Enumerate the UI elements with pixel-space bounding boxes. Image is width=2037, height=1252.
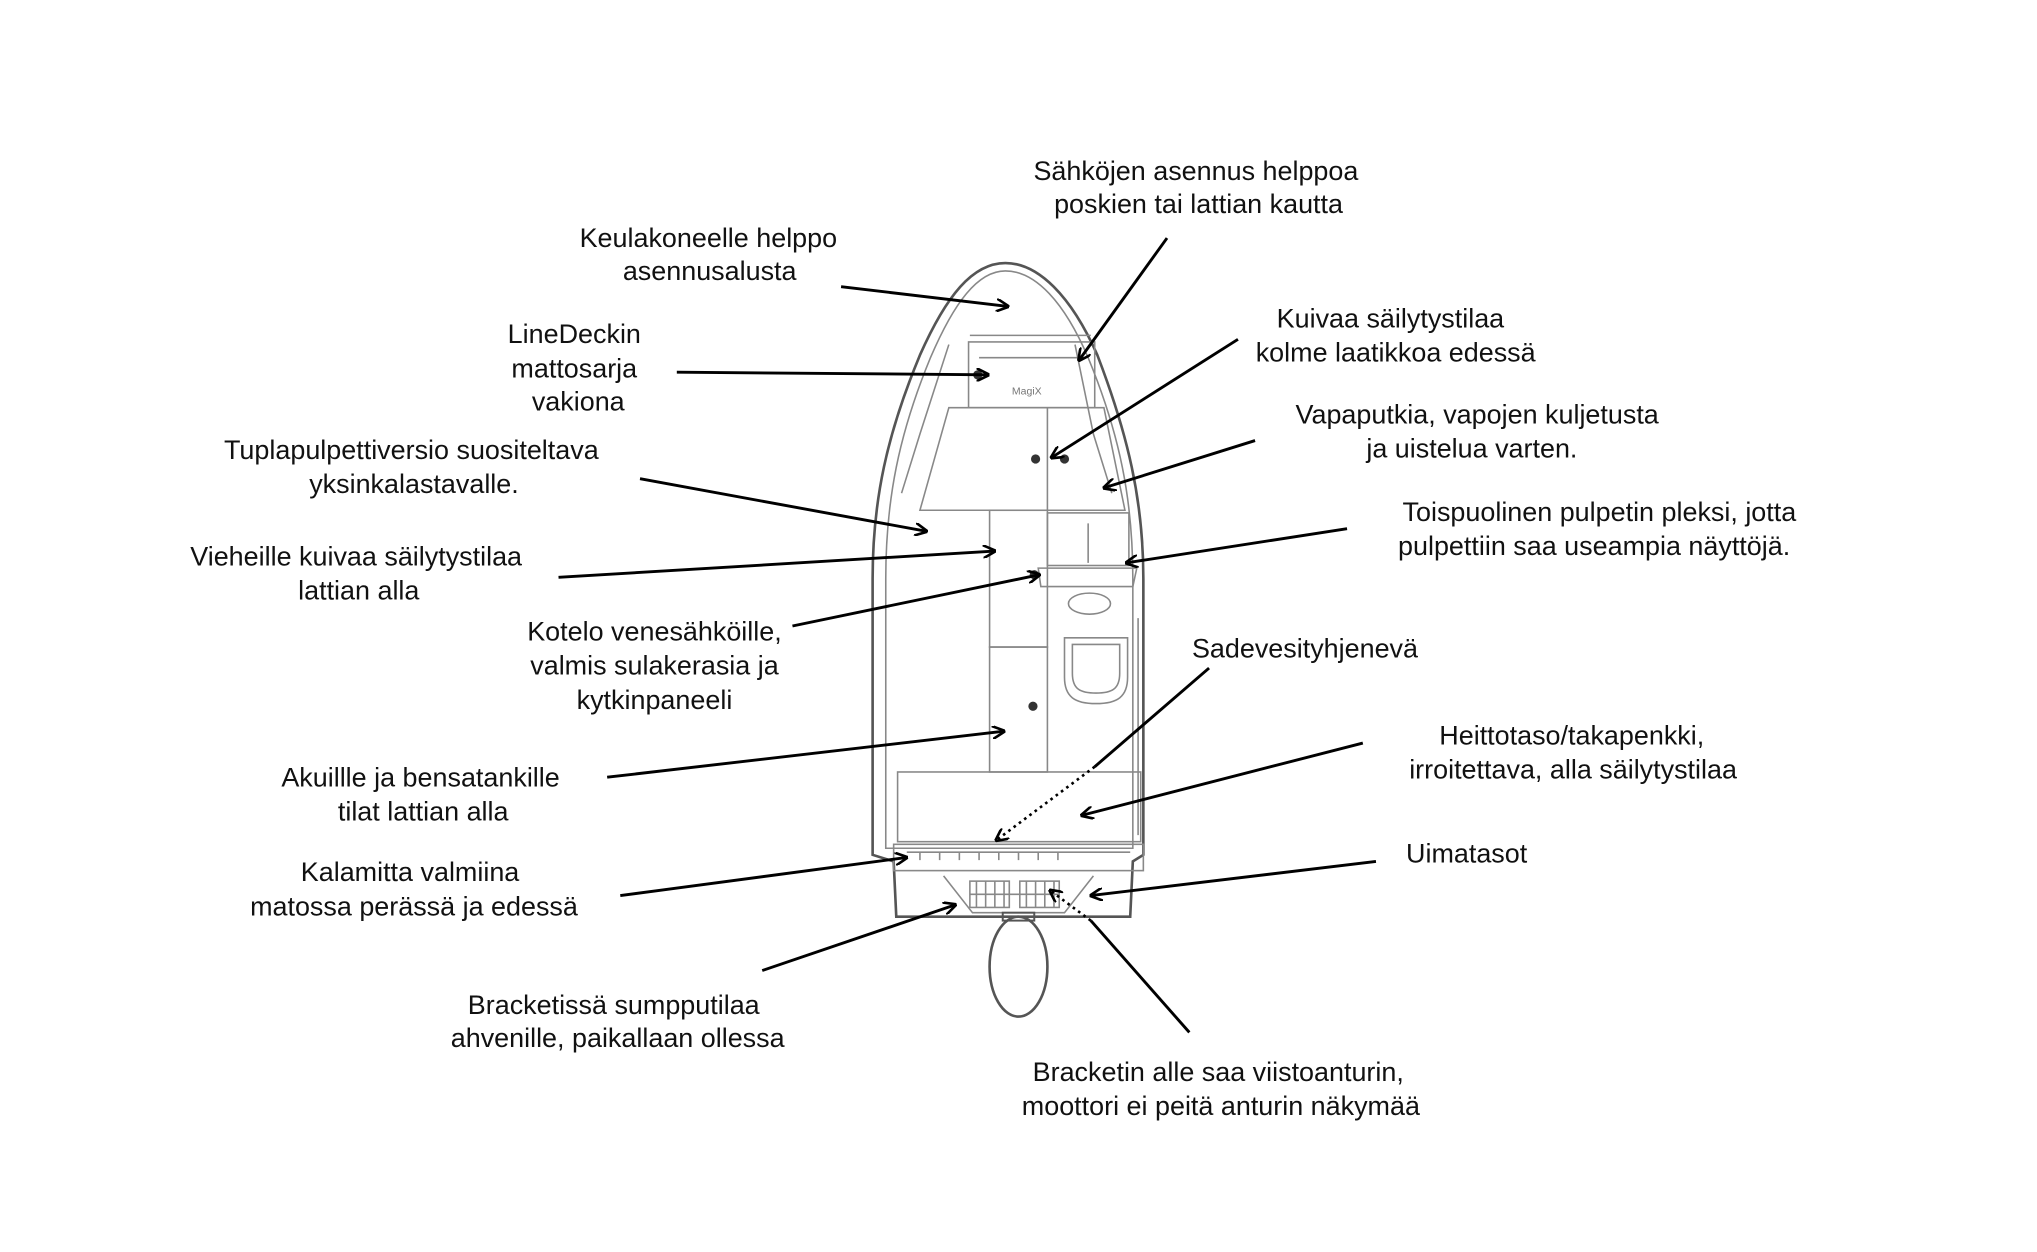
front-storage-boxes	[918, 406, 1126, 512]
label-bracket-transducer: Bracketin alle saa viistoanturin,moottor…	[1022, 1057, 1420, 1121]
steering-wheel	[1067, 592, 1112, 615]
arrow-electrical-install	[1079, 237, 1169, 360]
arrow-rear-bench	[1082, 741, 1364, 815]
seat	[1063, 637, 1129, 705]
arrow-fish-ruler	[620, 857, 906, 898]
arrow-rod-tubes	[1104, 439, 1256, 488]
hull-outline	[871, 261, 1145, 918]
center-hatch-rear	[988, 646, 1049, 773]
arrow-bracket-livewell	[761, 905, 955, 972]
label-swim-platforms: Uimatasot	[1406, 839, 1528, 869]
arrow-bracket-transducer	[1089, 919, 1191, 1034]
arrow-self-draining	[1093, 666, 1211, 768]
rear-bench	[896, 771, 1142, 843]
arrow-swim-platforms	[1091, 859, 1377, 895]
console	[1046, 512, 1130, 567]
svg-text:MagiX: MagiX	[1012, 386, 1042, 398]
arrow-lure-storage	[558, 551, 995, 579]
outboard-motor	[988, 915, 1049, 1018]
label-self-draining: Sadevesityhjenevä	[1192, 634, 1418, 664]
arrow-linedeck-mat	[676, 372, 988, 375]
label-rear-bench: Heittotaso/takapenkki,irroitettava, alla…	[1409, 720, 1737, 784]
arrow-electrics-box	[792, 575, 1039, 628]
transom-strip	[892, 843, 1145, 872]
callout-arrows	[558, 237, 1377, 1034]
arrow-battery-tank	[606, 731, 1004, 779]
arrow-bow-motor-mount	[840, 285, 1008, 307]
label-electrics-box: Kotelo venesähköille,valmis sulakerasia …	[527, 616, 781, 714]
boat-top-view: MagiX	[871, 261, 1145, 1018]
arrow-console-plexi	[1126, 527, 1348, 563]
arrow-front-dry-storage	[1051, 338, 1239, 457]
arrow-double-console	[639, 477, 926, 532]
